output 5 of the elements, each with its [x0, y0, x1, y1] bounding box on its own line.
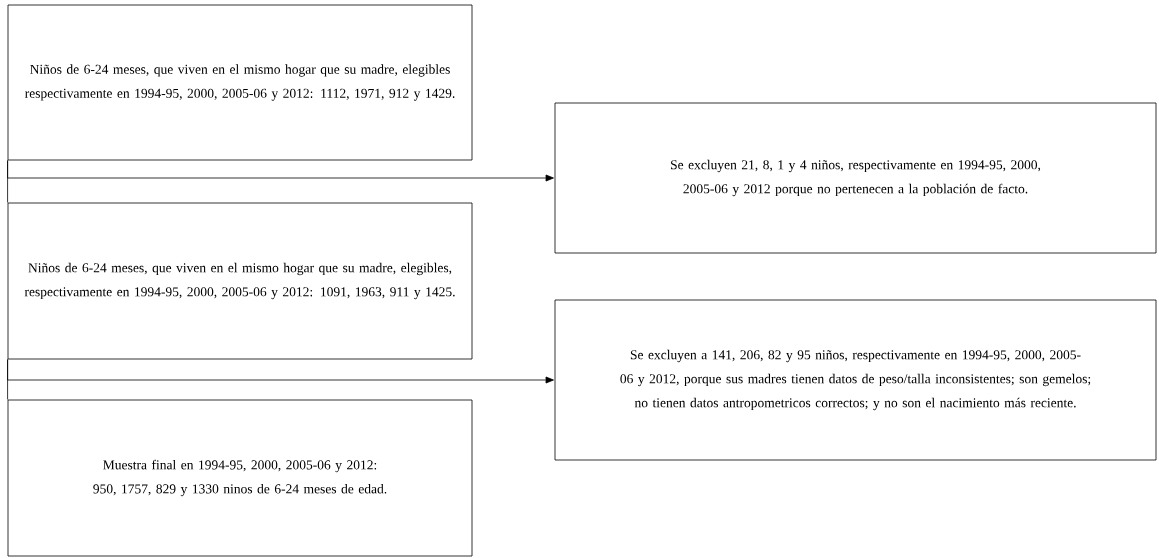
process-box: Niños de 6-24 meses, que viven en el mismo hogar que su madre, elegibles, respectivamente en 1994-95, 2000, 2005-06 y 2012: 1091, 1963, 911 y 1425.	[7, 202, 473, 360]
process-box: Muestra final en 1994-95, 2000, 2005-06 y 2012: 950, 1757, 829 y 1330 ninos de 6-24 meses de edad.	[7, 399, 473, 557]
process-box: Se excluyen a 141, 206, 82 y 95 niños, respectivamente en 1994-95, 2000, 2005-06 y 2012, porque sus madres tienen datos de peso/talla inconsistentes; son gemelos; no tienen datos antropometricos correctos; y no son el nacimiento más reciente.	[554, 299, 1157, 461]
process-box: Niños de 6-24 meses, que viven en el mismo hogar que su madre, elegibles respectivamente en 1994-95, 2000, 2005-06 y 2012: 1112, 1971, 912 y 1429.	[7, 4, 473, 161]
process-box: Se excluyen 21, 8, 1 y 4 niños, respectivamente en 1994-95, 2000, 2005-06 y 2012 porque no pertenecen a la población de facto.	[554, 102, 1157, 254]
